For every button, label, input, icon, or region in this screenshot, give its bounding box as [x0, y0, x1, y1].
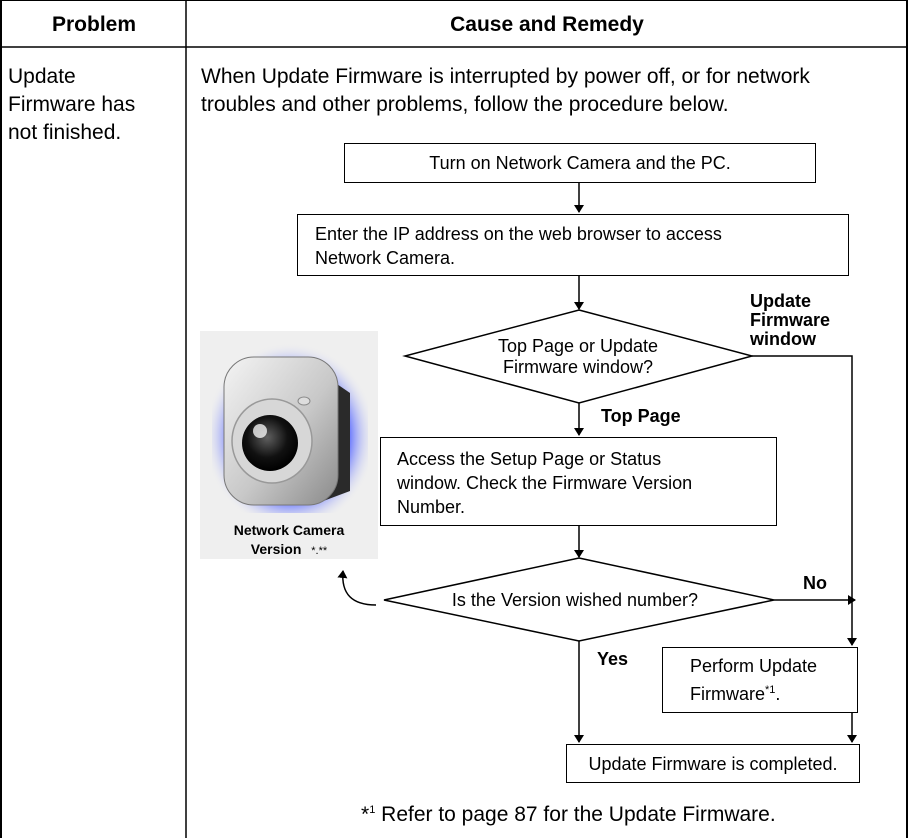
step-perform-update-line: Perform Update: [690, 656, 818, 676]
perform-period: .: [775, 684, 781, 704]
footnote-marker-number: 1: [369, 804, 376, 816]
intro-line: troubles and other problems, follow the …: [201, 93, 729, 116]
decision-top-or-update-line: Firmware window?: [502, 357, 654, 377]
problem-line: not finished.: [8, 121, 122, 144]
step-enter-ip: Enter the IP address on the web browser …: [297, 214, 849, 276]
branch-no: No: [803, 573, 827, 593]
camera-caption-stars: *.**: [311, 545, 328, 557]
step-turn-on: Turn on Network Camera and the PC.: [344, 143, 816, 183]
step-access-setup: Access the Setup Page or Status window. …: [380, 437, 777, 526]
step-completed: Update Firmware is completed.: [566, 744, 860, 783]
branch-update-firmware-window: window: [750, 329, 816, 349]
step-enter-ip-line: Network Camera.: [315, 248, 456, 268]
header-problem: Problem: [51, 13, 137, 36]
step-access-setup-line: Number.: [397, 497, 466, 517]
problem-line: Update: [8, 65, 76, 88]
step-perform-update: Perform Update Firmware*1.: [662, 647, 858, 713]
network-camera-icon: [212, 343, 368, 513]
step-enter-ip-line: Enter the IP address on the web browser …: [315, 224, 722, 244]
branch-update-firmware-window: Firmware: [750, 310, 831, 330]
perform-footnote-ref: *1: [765, 684, 776, 696]
step-access-setup-line: Access the Setup Page or Status: [397, 449, 662, 469]
problem-line: Firmware has: [8, 93, 136, 116]
branch-yes: Yes: [597, 649, 629, 669]
decision-version-wished-text: Is the Version wished number?: [451, 590, 699, 610]
camera-caption-line2: Version *.**: [200, 540, 378, 561]
branch-update-firmware-window: Update: [750, 291, 812, 311]
step-completed-text: Update Firmware is completed.: [588, 754, 838, 774]
step-access-setup-line: window. Check the Firmware Version: [397, 473, 693, 493]
camera-caption-version: Version: [250, 541, 302, 557]
network-camera-image: Network Camera Version *.**: [200, 331, 378, 559]
intro-line: When Update Firmware is interrupted by p…: [201, 65, 810, 88]
step-perform-update-line2: Firmware*1.: [690, 678, 857, 706]
header-cause-and-remedy: Cause and Remedy: [450, 13, 644, 36]
footnote: *1 Refer to page 87 for the Update Firmw…: [361, 803, 776, 827]
camera-caption-line1: Network Camera: [233, 522, 345, 538]
footnote-text: Refer to page 87 for the Update Firmware…: [375, 803, 776, 826]
perform-firmware-text: Firmware: [690, 684, 765, 704]
footnote-marker: *: [361, 803, 370, 826]
decision-top-or-update-line: Top Page or Update: [497, 336, 659, 356]
branch-top-page: Top Page: [601, 406, 681, 426]
step-turn-on-text: Turn on Network Camera and the PC.: [429, 153, 731, 173]
